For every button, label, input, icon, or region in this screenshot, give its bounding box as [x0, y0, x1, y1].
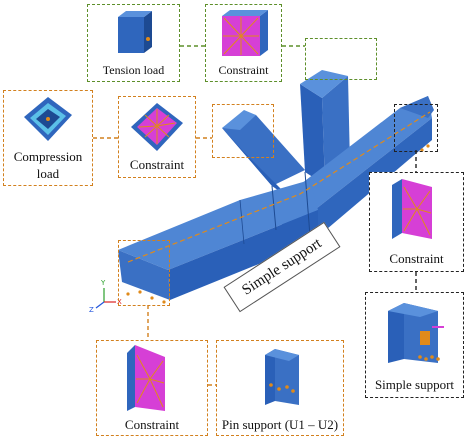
- compression-member: [222, 115, 305, 186]
- left-support-focus-frame: [118, 240, 170, 306]
- axis-z-label: Z: [89, 306, 94, 314]
- tension-load-label: Tension load: [102, 63, 165, 77]
- tension-load-thumbnail: [118, 11, 152, 53]
- axis-x-label: X: [117, 298, 122, 306]
- constraint-bottom-label: Constraint: [124, 417, 180, 432]
- compression-load-box: Compression load: [3, 90, 93, 186]
- constraint-right-box: Constraint: [369, 172, 464, 272]
- axis-y-label: Y: [101, 279, 106, 287]
- compression-load-thumbnail: [24, 97, 72, 141]
- constraint-top-label: Constraint: [218, 63, 269, 77]
- constraint-bottom-box: Constraint: [96, 340, 208, 436]
- tension-load-box: Tension load: [87, 4, 180, 82]
- chord-main: [118, 180, 318, 270]
- simple-support-right-box: Simple support: [365, 292, 464, 398]
- compression-load-label-line2: load: [36, 166, 60, 181]
- axis-triad: [95, 288, 116, 309]
- constraint-right-thumbnail: [392, 179, 432, 239]
- pin-support-label: Pin support (U1 – U2): [221, 417, 339, 432]
- constraint-mid-box: Constraint: [118, 96, 196, 178]
- constraint-right-label: Constraint: [389, 251, 444, 266]
- constraint-mid-thumbnail: [131, 103, 183, 151]
- compression-focus-frame: [212, 104, 274, 158]
- constraint-bottom-thumbnail: [127, 345, 165, 411]
- tension-focus-frame: [305, 38, 377, 80]
- compression-load-label-line1: Compression: [13, 149, 83, 164]
- support-markers: [126, 144, 430, 304]
- pin-support-box: Pin support (U1 – U2): [216, 340, 344, 436]
- simple-support-right-label: Simple support: [374, 377, 455, 392]
- pin-support-thumbnail: [265, 349, 299, 405]
- constraint-mid-label: Constraint: [129, 157, 185, 172]
- constraint-top-box: Constraint: [205, 4, 282, 82]
- constraint-top-thumbnail: [222, 10, 268, 56]
- simple-support-thumbnail: [388, 303, 444, 363]
- right-support-focus-frame: [394, 104, 438, 152]
